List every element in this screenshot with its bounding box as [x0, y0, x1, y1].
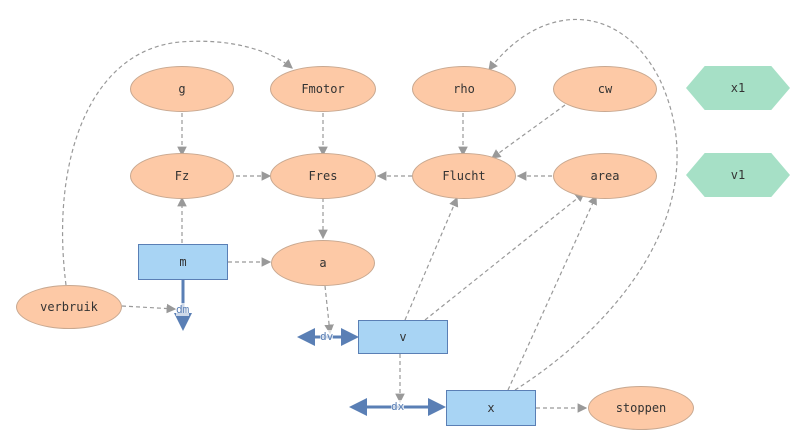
node-flucht[interactable]: Flucht: [412, 153, 516, 199]
node-a-label: a: [319, 256, 327, 270]
node-fz[interactable]: Fz: [130, 153, 234, 199]
node-x1[interactable]: x1: [686, 66, 790, 110]
node-v1-label: v1: [730, 168, 746, 182]
node-g[interactable]: g: [130, 66, 234, 112]
stock-v-label: v: [399, 330, 407, 344]
node-stoppen-label: stoppen: [615, 401, 667, 415]
link-verbruik-fmotor: [61, 40, 293, 286]
node-cw[interactable]: cw: [553, 66, 657, 112]
node-fmotor[interactable]: Fmotor: [270, 66, 376, 112]
node-g-label: g: [178, 82, 186, 96]
node-fz-label: Fz: [174, 169, 190, 183]
node-stoppen[interactable]: stoppen: [588, 386, 694, 430]
node-rho[interactable]: rho: [412, 66, 516, 112]
flow-dm-label[interactable]: dm: [176, 303, 190, 316]
link-a-v: [324, 285, 334, 335]
link-verbruik-dm: [121, 303, 177, 314]
stock-x-label: x: [487, 401, 495, 415]
stock-m[interactable]: m: [138, 244, 228, 280]
stock-m-label: m: [179, 255, 187, 269]
stock-v[interactable]: v: [358, 320, 448, 354]
node-verbruik[interactable]: verbruik: [16, 285, 122, 329]
node-area-label: area: [590, 169, 620, 183]
node-x1-label: x1: [730, 81, 746, 95]
flow-dx-label[interactable]: dx: [391, 400, 405, 413]
link-cw-flucht: [491, 104, 566, 159]
node-fmotor-label: Fmotor: [301, 82, 345, 96]
node-fres[interactable]: Fres: [270, 153, 376, 199]
link-x-rho: [488, 18, 678, 391]
node-verbruik-label: verbruik: [40, 300, 98, 314]
node-a[interactable]: a: [271, 240, 375, 286]
link-x-area: [507, 194, 597, 391]
node-fres-label: Fres: [308, 169, 338, 183]
stock-x[interactable]: x: [446, 390, 536, 426]
node-v1[interactable]: v1: [686, 153, 790, 197]
link-v-area: [424, 192, 585, 321]
node-flucht-label: Flucht: [442, 169, 486, 183]
node-cw-label: cw: [597, 82, 613, 96]
node-area[interactable]: area: [553, 153, 657, 199]
link-v-flucht: [404, 196, 459, 321]
flow-dv-label[interactable]: dv: [320, 330, 334, 343]
node-rho-label: rho: [453, 82, 475, 96]
